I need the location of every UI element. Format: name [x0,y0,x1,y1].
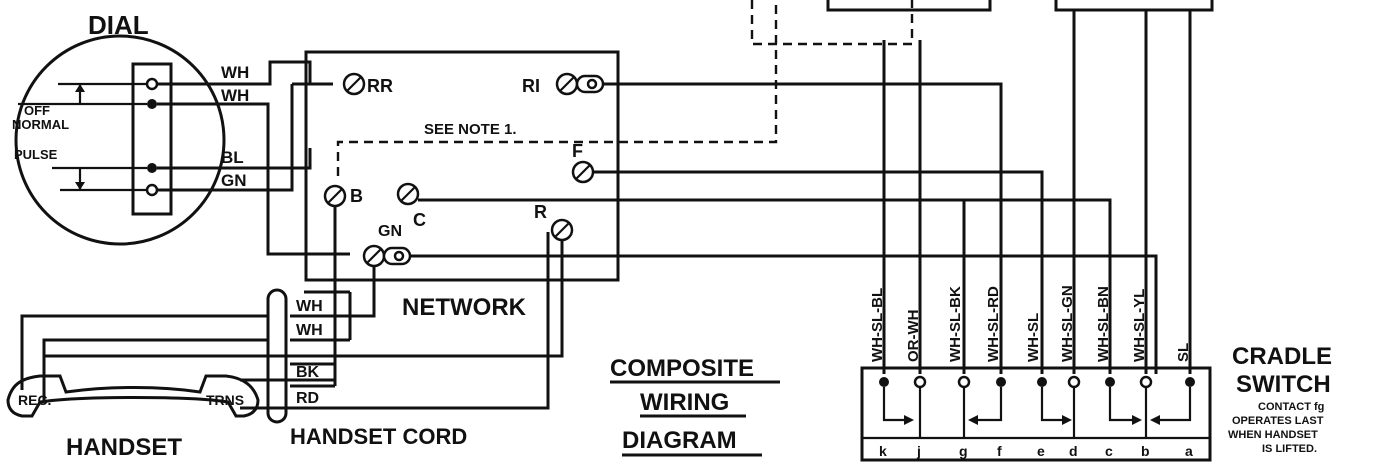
diagram-title: COMPOSITE WIRING DIAGRAM [610,355,780,457]
wire-label-j: OR-WH [905,310,922,363]
dial-terminal-strip [131,62,173,216]
cord-bundle [266,288,288,424]
title-line-diagram: DIAGRAM [622,427,737,454]
cord-wire-label: RD [296,390,319,407]
terminal-label-r: R [534,202,547,222]
off-normal-label: OFF [24,103,50,118]
title-line-composite: COMPOSITE [610,355,754,382]
wire-label-a: SL [1175,343,1192,362]
wire-label-d: WH-SL-GN [1059,285,1076,362]
network-title: NETWORK [402,294,527,321]
cord-wire-label: WH [296,322,323,339]
network-note: SEE NOTE 1. [424,121,517,138]
rec-label: REC. [18,392,51,408]
wire-label-e: WH-SL [1025,313,1042,362]
trns-label: TRNS [206,392,244,408]
contact-letter: k [879,443,887,459]
dial-terminal [145,183,159,197]
terminal-label-b: B [350,186,363,206]
dial-terminal [147,163,157,173]
terminal-label-rr: RR [367,76,393,96]
handset: REC. TRNS HANDSET [6,374,260,461]
dial-wire-label: WH [221,63,249,82]
network-box [304,50,620,282]
cord-wire-label: WH [296,298,323,315]
contact-letter: g [959,443,968,459]
dial-wire-label: BL [221,148,244,167]
cradle-switch-title-2: SWITCH [1236,371,1331,398]
contact-letter: b [1141,443,1150,459]
handset-cord-title: HANDSET CORD [290,424,467,449]
contact-letter: c [1105,443,1113,459]
cradle-note-line: CONTACT fg [1258,401,1324,413]
network: NETWORK RR RI SEE NOTE 1. F B C R GN [304,0,778,321]
terminal-label-ri: RI [522,76,540,96]
terminal-label-c: C [413,210,426,230]
handset-cord: WH WH BK RD HANDSET CORD [266,288,467,449]
cradle-wire-labels: WH-SL-BL OR-WH WH-SL-BK WH-SL-RD WH-SL W… [869,285,1192,362]
cradle-contact-letters: k j g f e d c b a [879,443,1193,459]
terminal-label-f: F [572,141,583,161]
cradle-switch-box [860,366,1212,462]
dial-outline [14,34,226,246]
wire-label-b: WH-SL-YL [1131,289,1148,362]
handset-title: HANDSET [66,434,182,461]
contact-letter: f [997,443,1002,459]
contact-letter: a [1185,443,1193,459]
cradle-contacts [879,375,1195,438]
contact-letter: j [916,443,921,459]
dial-terminal [147,99,157,109]
handset-body [6,374,260,418]
contact-letter: e [1037,443,1045,459]
dial-wire-label: WH [221,86,249,105]
cradle-note-line: IS LIFTED. [1262,443,1317,455]
terminal-label-gn: GN [378,223,402,240]
cradle-switch-title: CRADLE [1232,343,1332,370]
wire-label-g: WH-SL-BK [947,286,964,362]
cradle-note-line: WHEN HANDSET [1228,429,1318,441]
wire-label-k: WH-SL-BL [869,288,886,362]
cord-wire-label: BK [296,364,320,381]
wire-label-f: WH-SL-RD [985,286,1002,362]
title-line-wiring: WIRING [640,389,729,416]
cradle-note-line: OPERATES LAST [1232,415,1324,427]
dial: DIAL OFF NORMAL PULSE WH WH BL GN [12,10,249,246]
wire-label-c: WH-SL-BN [1095,286,1112,362]
dial-terminal [145,77,159,91]
dial-wire-label: GN [221,171,247,190]
contact-letter: d [1069,443,1078,459]
pulse-label: PULSE [14,147,58,162]
off-normal-label-2: NORMAL [12,117,69,132]
cradle-switch: WH-SL-BL OR-WH WH-SL-BK WH-SL-RD WH-SL W… [860,285,1332,462]
